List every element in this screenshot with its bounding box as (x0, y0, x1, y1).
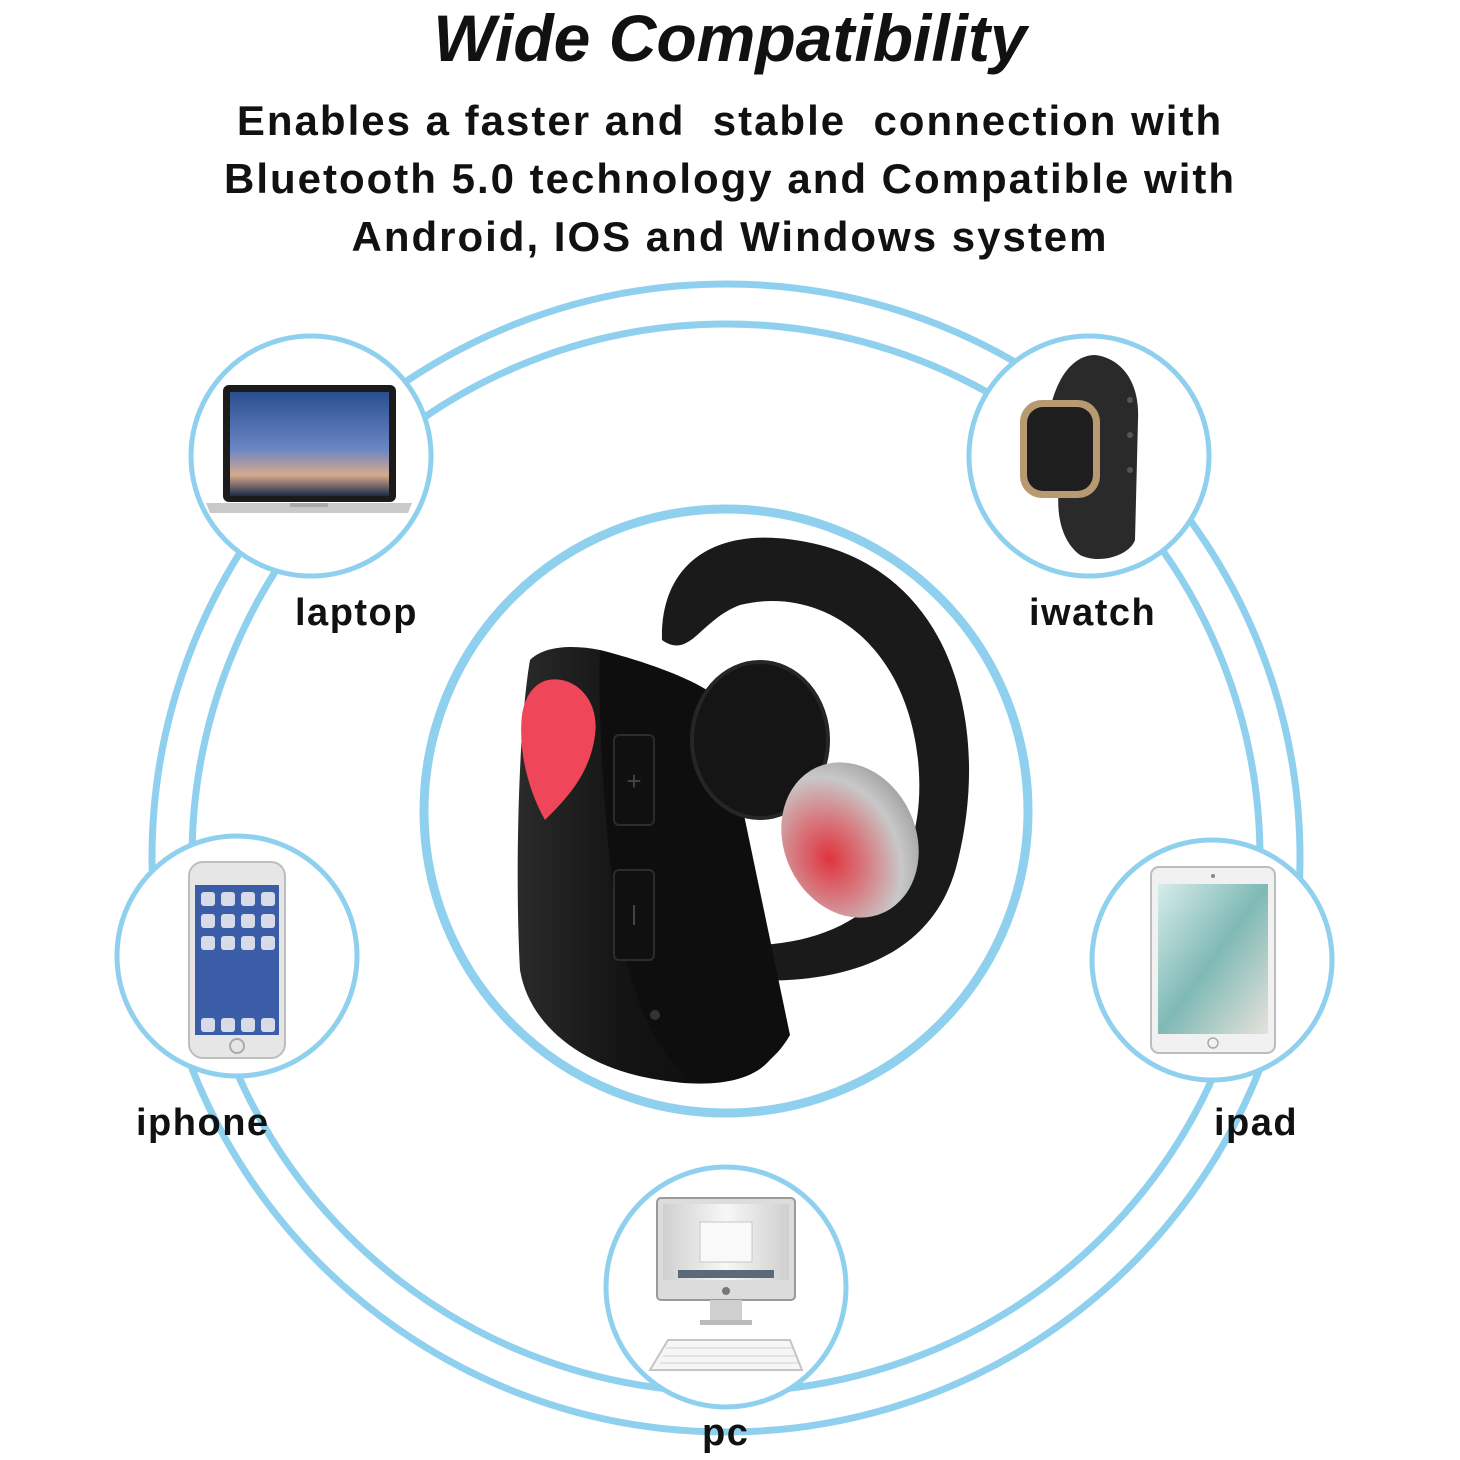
node-iphone (114, 833, 360, 1079)
label-ipad: ipad (1214, 1102, 1299, 1144)
label-laptop: laptop (295, 592, 418, 634)
node-laptop (188, 333, 434, 579)
subtitle: Enables a faster and stable connection w… (0, 92, 1460, 266)
subtitle-line-3: Android, IOS and Windows system (351, 213, 1109, 260)
subtitle-line-1: Enables a faster and stable connection w… (236, 97, 1224, 144)
desktop-computer-icon (648, 1197, 804, 1371)
node-pc (603, 1164, 849, 1410)
label-iwatch: iwatch (1029, 592, 1157, 634)
earbud-icon: + (517, 537, 970, 1084)
page-title: Wide Compatibility (433, 1, 1027, 75)
label-iphone: iphone (136, 1102, 270, 1144)
svg-text:+: + (626, 766, 641, 796)
subtitle-line-2: Bluetooth 5.0 technology and Compatible … (223, 155, 1237, 202)
node-iwatch (966, 333, 1212, 579)
smartphone-icon (188, 861, 286, 1059)
label-pc: pc (702, 1412, 750, 1454)
tablet-icon (1150, 866, 1276, 1054)
smartwatch-icon (1020, 355, 1139, 560)
outer-ring (148, 280, 1304, 1436)
laptop-icon (206, 385, 412, 513)
node-ipad (1089, 837, 1335, 1083)
